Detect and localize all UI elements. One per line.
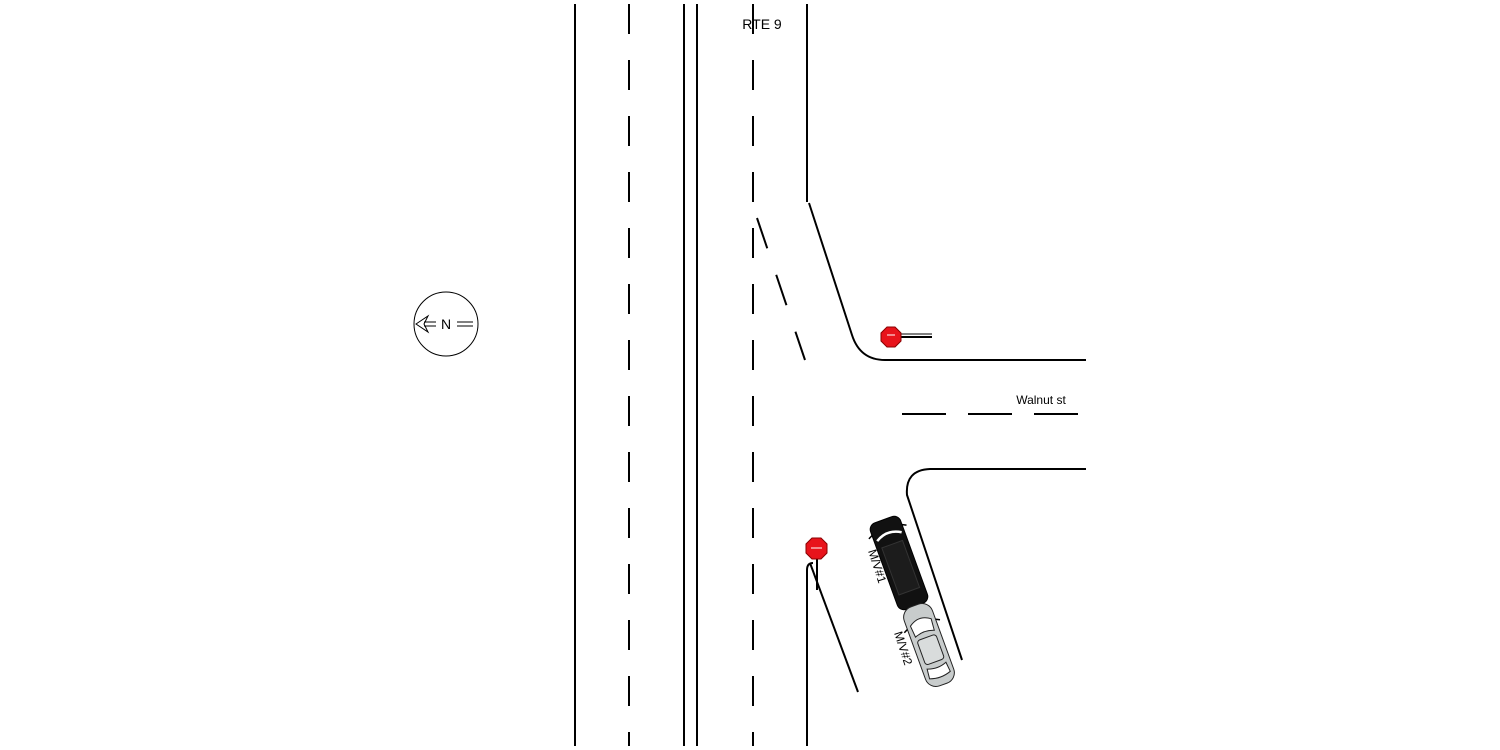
stop-sign-south <box>805 537 828 590</box>
main-road <box>574 4 814 746</box>
stop-sign-north-octagon <box>880 326 902 348</box>
north-arrow-icon <box>415 314 473 334</box>
turn-lane-dash <box>756 217 806 361</box>
compass-label: N <box>441 316 451 332</box>
vehicle-1 <box>868 515 929 611</box>
side-road <box>902 413 1086 661</box>
main-road-east-edge-south <box>806 562 814 746</box>
north-compass: N <box>413 291 479 357</box>
north-corner-curb <box>808 202 1086 361</box>
stop-sign-north <box>880 326 932 348</box>
vehicle-2 <box>903 603 955 687</box>
side-road-label: Walnut st <box>1016 393 1066 407</box>
compass-circle <box>413 291 479 357</box>
south-corner-curb <box>905 468 1086 661</box>
north-corner <box>756 202 1086 361</box>
main-road-label: RTE 9 <box>742 16 782 32</box>
